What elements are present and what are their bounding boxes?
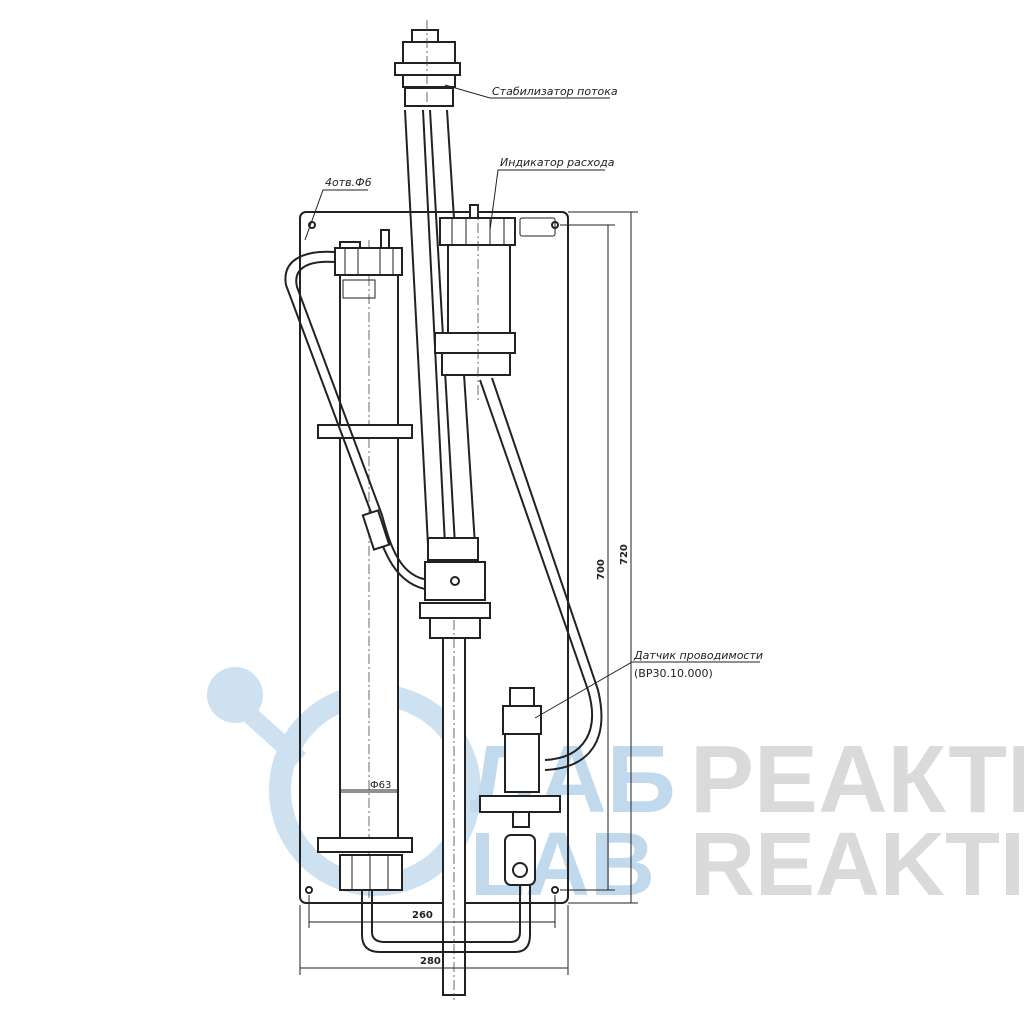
watermark-logo-dot	[207, 667, 263, 723]
mounting-panel	[299, 211, 569, 904]
label-sensor-code: (BP30.10.000)	[634, 667, 713, 680]
flow-stabilizer	[394, 20, 479, 561]
dim-width-260: 260	[412, 910, 433, 921]
label-holes: 4отв.Ф6	[325, 176, 372, 189]
annotations: Стабилизатор потока Индикатор расхода 4о…	[304, 84, 763, 793]
flow-indicator	[434, 204, 556, 400]
dim-height-720: 720	[619, 544, 630, 565]
conductivity-sensor	[479, 687, 561, 886]
manifold-block	[419, 561, 491, 1000]
watermark-ru-rest: РЕАКТИВ	[690, 726, 1024, 833]
watermark: ЛАБ РЕАКТИВ LAB REAKTIV	[207, 667, 1024, 915]
bottom-pipe	[361, 885, 531, 953]
dim-width-280: 280	[420, 956, 441, 967]
watermark-en-accent: LAB	[470, 815, 655, 915]
label-conductivity-sensor: Датчик проводимости	[633, 649, 763, 662]
nameplate	[519, 217, 556, 237]
watermark-en-rest: REAKTIV	[690, 815, 1024, 915]
filter-column	[317, 229, 413, 900]
dim-height-700: 700	[596, 559, 607, 580]
dimension-lines: 700 720 260 280	[299, 211, 638, 975]
label-flow-stabilizer: Стабилизатор потока	[492, 85, 618, 98]
right-hose	[479, 377, 603, 771]
label-flow-indicator: Индикатор расхода	[500, 156, 615, 169]
label-diameter: Ф63	[370, 780, 391, 791]
left-hose	[284, 250, 431, 591]
